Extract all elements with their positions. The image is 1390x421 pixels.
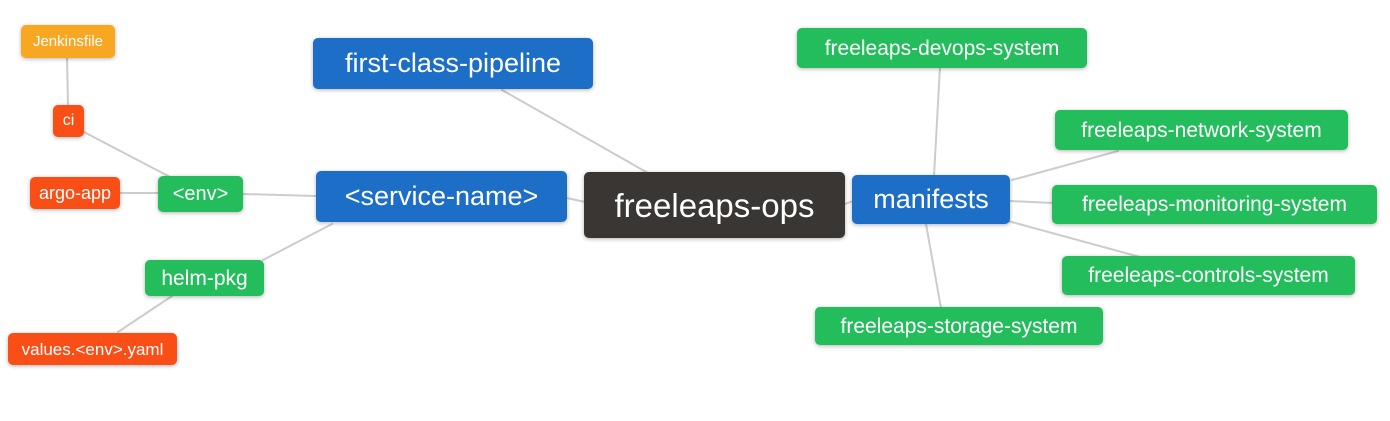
node-label: first-class-pipeline <box>344 48 562 78</box>
node-freeleaps-network-system[interactable]: freeleaps-network-system <box>1055 110 1348 150</box>
node-label: freeleaps-network-system <box>1081 118 1322 142</box>
edge-manifests-to-freeleaps-monitoring-system <box>1009 200 1054 204</box>
node-label: freeleaps-monitoring-system <box>1082 193 1347 216</box>
node-manifests[interactable]: manifests <box>852 175 1010 224</box>
node-values-env-yaml[interactable]: values.<env>.yaml <box>8 333 177 365</box>
node-label: freeleaps-devops-system <box>824 36 1060 60</box>
node-label: freeleaps-controls-system <box>1088 264 1329 287</box>
node-label: <service-name> <box>344 181 539 211</box>
node-first-class-pipeline[interactable]: first-class-pipeline <box>313 38 593 89</box>
edge-helm-pkg-to-service-name <box>262 223 333 261</box>
edge-jenkinsfile-to-ci <box>66 57 69 108</box>
edge-service-name-to-freeleaps-ops <box>566 197 586 203</box>
node-service-name[interactable]: <service-name> <box>316 171 567 222</box>
node-ci[interactable]: ci <box>53 105 84 137</box>
node-freeleaps-devops-system[interactable]: freeleaps-devops-system <box>797 28 1087 68</box>
node-label: ci <box>62 112 75 129</box>
node-label: values.<env>.yaml <box>21 339 164 359</box>
edge-manifests-to-freeleaps-storage-system <box>925 223 942 309</box>
node-freeleaps-storage-system[interactable]: freeleaps-storage-system <box>815 307 1103 345</box>
node-label: helm-pkg <box>161 266 248 290</box>
edge-freeleaps-devops-system-to-manifests <box>933 66 941 177</box>
node-label: <env> <box>172 183 229 205</box>
node-freeleaps-controls-system[interactable]: freeleaps-controls-system <box>1062 256 1355 295</box>
edge-ci-to-env <box>81 130 173 179</box>
node-freeleaps-monitoring-system[interactable]: freeleaps-monitoring-system <box>1052 185 1377 224</box>
edge-first-class-pipeline-to-freeleaps-ops <box>501 89 649 174</box>
node-label: Jenkinsfile <box>32 33 104 50</box>
node-label: manifests <box>873 184 989 214</box>
node-jenkinsfile[interactable]: Jenkinsfile <box>21 25 115 58</box>
node-env[interactable]: <env> <box>158 176 243 212</box>
node-argo-app[interactable]: argo-app <box>30 177 120 209</box>
edge-env-to-service-name <box>242 193 318 197</box>
edge-manifests-to-freeleaps-controls-system <box>1007 220 1141 258</box>
node-freeleaps-ops[interactable]: freeleaps-ops <box>584 172 845 238</box>
node-label: freeleaps-storage-system <box>840 314 1078 338</box>
node-helm-pkg[interactable]: helm-pkg <box>145 260 264 296</box>
edge-manifests-to-freeleaps-network-system <box>1011 150 1119 181</box>
edge-helm-pkg-to-values-env-yaml <box>117 295 173 333</box>
node-label: argo-app <box>38 183 112 203</box>
node-label: freeleaps-ops <box>614 186 815 224</box>
